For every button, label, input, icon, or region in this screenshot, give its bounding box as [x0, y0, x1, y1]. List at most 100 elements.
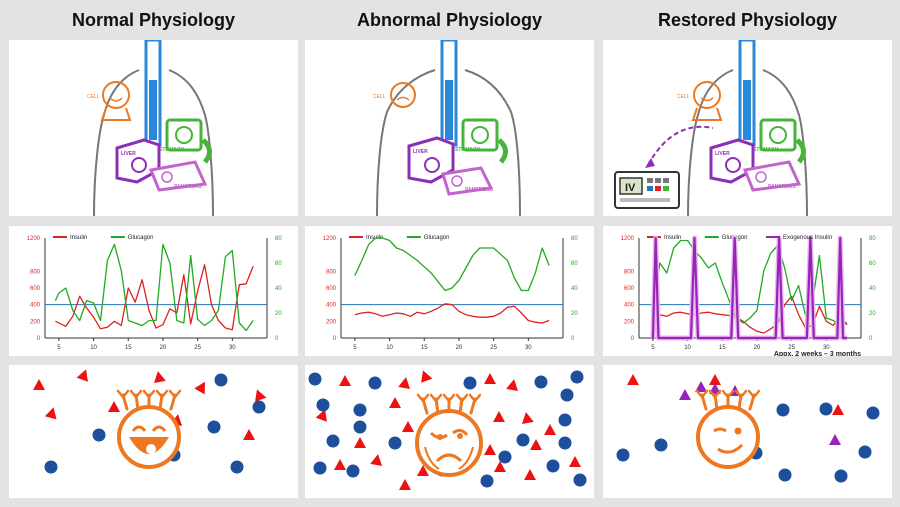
cell-panel: [603, 365, 892, 498]
hormone-circle: [558, 436, 572, 450]
glucose-triangle: [421, 370, 433, 383]
hormone-circle: [214, 373, 228, 387]
column-title: Restored Physiology: [657, 9, 838, 30]
liver-label: LIVER: [121, 151, 136, 157]
glucose-triangle: [494, 461, 506, 472]
cell-character-sad: [415, 393, 483, 477]
x-tick-label: 20: [456, 345, 463, 351]
pancreas-label: PANCREAS: [768, 184, 796, 190]
glucose-triangle: [194, 381, 205, 395]
anatomy-panel: CELL STOMACH LIVER PANCREAS: [603, 40, 892, 216]
iv-label: IV: [625, 182, 636, 194]
hormone-circle: [92, 428, 106, 442]
glucose-triangle: [493, 411, 505, 422]
cell-scene: [308, 370, 587, 490]
hormone-circle: [353, 403, 367, 417]
liver-icon: LIVER: [709, 138, 755, 184]
x-tick-label: 15: [421, 345, 428, 351]
glucose-triangle: [389, 397, 401, 408]
y-left-tick-label: 0: [333, 336, 337, 342]
series-line-glucagon: [54, 243, 254, 332]
hormone-circle: [558, 413, 572, 427]
hormone-circle: [207, 420, 221, 434]
y-right-tick-label: 40: [571, 286, 578, 292]
anatomy-diagram: CELL STOMACH LIVER PANCREAS: [87, 40, 214, 216]
hormone-circle: [388, 436, 402, 450]
hormone-circle: [776, 403, 790, 417]
y-left-tick-label: 200: [326, 319, 337, 325]
y-right-tick-label: 40: [275, 286, 282, 292]
anatomy-panel: CELL STOMACH LIVER PANCREAS: [9, 40, 298, 216]
chart-note: Appx. 2 weeks – 3 months: [774, 351, 861, 356]
hormone-circle: [353, 420, 367, 434]
stomach-icon: STOMACH: [753, 118, 806, 164]
hormone-circle: [230, 460, 244, 474]
y-right-tick-label: 0: [571, 336, 575, 342]
y-left-tick-label: 1200: [323, 236, 337, 242]
glucose-triangle: [153, 371, 166, 383]
glucose-triangle: [339, 375, 351, 386]
stomach-label: STOMACH: [159, 147, 185, 153]
hormone-circle: [313, 461, 327, 475]
liver-label: LIVER: [715, 151, 730, 157]
hormone-circle: [858, 445, 872, 459]
glucose-triangle: [398, 377, 411, 389]
y-left-tick-label: 200: [30, 319, 41, 325]
legend-label: Exogenous Insulin: [783, 235, 832, 241]
y-right-tick-label: 20: [571, 311, 578, 317]
hormone-circle: [834, 469, 848, 483]
insulin-triangle: [695, 381, 707, 392]
glucose-triangle: [484, 444, 496, 455]
y-left-tick-label: 600: [624, 286, 635, 292]
y-left-tick-label: 400: [30, 303, 41, 309]
hormone-circle: [498, 450, 512, 464]
legend-label: Insulin: [70, 235, 87, 241]
insulin-triangle: [679, 389, 691, 400]
cell-scene: [616, 374, 880, 483]
hormone-circle: [308, 372, 322, 386]
x-tick-label: 15: [719, 345, 726, 351]
cell-scene: [33, 369, 267, 474]
series-line-glucagon: [652, 239, 848, 327]
x-tick-label: 5: [57, 345, 61, 351]
liver-label: LIVER: [413, 149, 428, 155]
column-abnormal: Abnormal Physiology CELL STOMACH LIVER: [305, 0, 594, 507]
x-tick-label: 10: [386, 345, 393, 351]
y-left-tick-label: 800: [326, 269, 337, 275]
glucose-triangle: [530, 439, 542, 450]
series-line-insulin: [652, 295, 848, 334]
x-tick-label: 30: [525, 345, 532, 351]
glucose-triangle: [108, 401, 120, 412]
glucose-triangle: [315, 409, 327, 422]
glucose-triangle: [33, 379, 45, 390]
x-tick-label: 20: [160, 345, 167, 351]
y-right-tick-label: 40: [869, 286, 876, 292]
y-left-tick-label: 800: [30, 269, 41, 275]
x-tick-label: 15: [125, 345, 132, 351]
x-tick-label: 25: [490, 345, 497, 351]
x-tick-label: 20: [754, 345, 761, 351]
glucose-triangle: [354, 437, 366, 448]
infusion-path: [647, 125, 714, 166]
cell-label: CELL: [373, 94, 386, 100]
column-restored: Restored Physiology CELL STOMACH: [603, 0, 892, 507]
y-right-tick-label: 80: [869, 236, 876, 242]
cell-label: CELL: [677, 94, 690, 100]
cell-panel: [9, 365, 298, 498]
y-right-tick-label: 80: [571, 236, 578, 242]
glucose-triangle: [627, 374, 639, 385]
column-title: Abnormal Physiology: [356, 9, 543, 30]
cell-icon: CELL: [373, 82, 416, 108]
legend-label: Glucagon: [128, 235, 154, 241]
glucose-triangle: [402, 421, 414, 432]
legend-label: Insulin: [664, 235, 681, 241]
glucose-triangle: [506, 379, 519, 391]
y-left-tick-label: 200: [624, 319, 635, 325]
x-tick-label: 30: [229, 345, 236, 351]
y-right-tick-label: 80: [275, 236, 282, 242]
glucose-triangle: [569, 456, 581, 467]
torso-outline: [687, 69, 808, 216]
